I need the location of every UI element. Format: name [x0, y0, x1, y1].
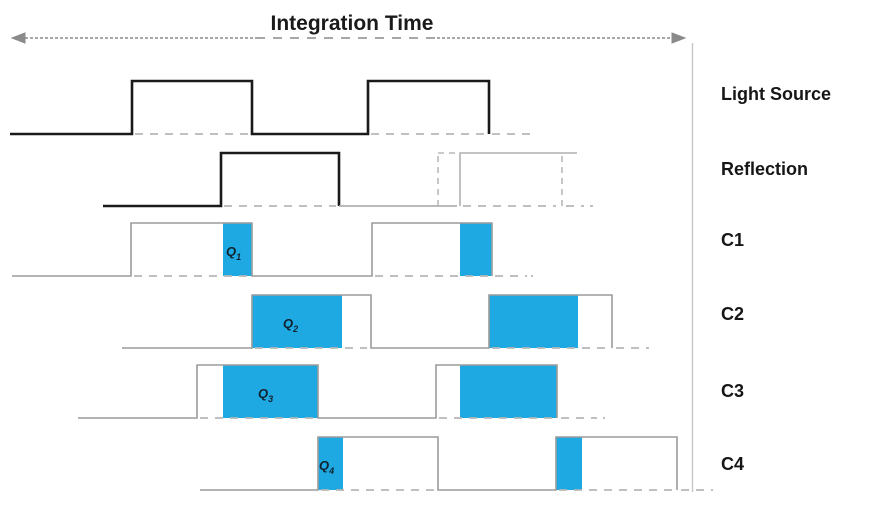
c3-charge-fill-2 [460, 365, 557, 418]
c1-trace [12, 222, 493, 277]
row-labels: Light Source Reflection C1 C2 C3 C4 [721, 84, 831, 474]
c4-charge-fill-2 [556, 437, 582, 490]
row-label-c3: C3 [721, 381, 744, 401]
q4-label: Q4 [319, 458, 334, 476]
reflection-trace-faded [459, 152, 577, 206]
reflection-trace-solid [103, 151, 341, 208]
reflection-dashed-pulse [437, 152, 563, 206]
c2-charge-fill-2 [489, 295, 578, 348]
arrowhead-right-icon [671, 32, 687, 44]
charge-fills [223, 223, 582, 490]
row-label-c4: C4 [721, 454, 744, 474]
c2-waveform: Q2 [122, 294, 649, 349]
c4-charge-fill-1 [318, 437, 343, 490]
c4-trace [200, 436, 678, 491]
c3-waveform: Q3 [78, 364, 605, 419]
c1-charge-fill-1 [223, 223, 252, 276]
q2-label: Q2 [283, 316, 298, 334]
c4-waveform: Q4 [200, 436, 713, 491]
c1-charge-fill-2 [460, 223, 492, 276]
c2-trace [122, 294, 613, 349]
row-label-c1: C1 [721, 230, 744, 250]
c2-charge-fill-1 [252, 295, 342, 348]
reflection-waveform [103, 151, 593, 208]
c3-trace [78, 364, 558, 419]
row-label-c2: C2 [721, 304, 744, 324]
q1-label: Q1 [226, 244, 241, 262]
q3-label: Q3 [258, 386, 273, 404]
integration-time-arrow [10, 32, 687, 44]
integration-time-title: Integration Time [271, 12, 434, 35]
c1-waveform: Q1 [12, 222, 533, 277]
c3-charge-fill-1 [223, 365, 318, 418]
light-source-trace [10, 79, 491, 136]
light-source-waveform [10, 79, 531, 136]
row-label-light-source: Light Source [721, 84, 831, 104]
arrowhead-left-icon [10, 32, 26, 44]
row-label-reflection: Reflection [721, 159, 808, 179]
